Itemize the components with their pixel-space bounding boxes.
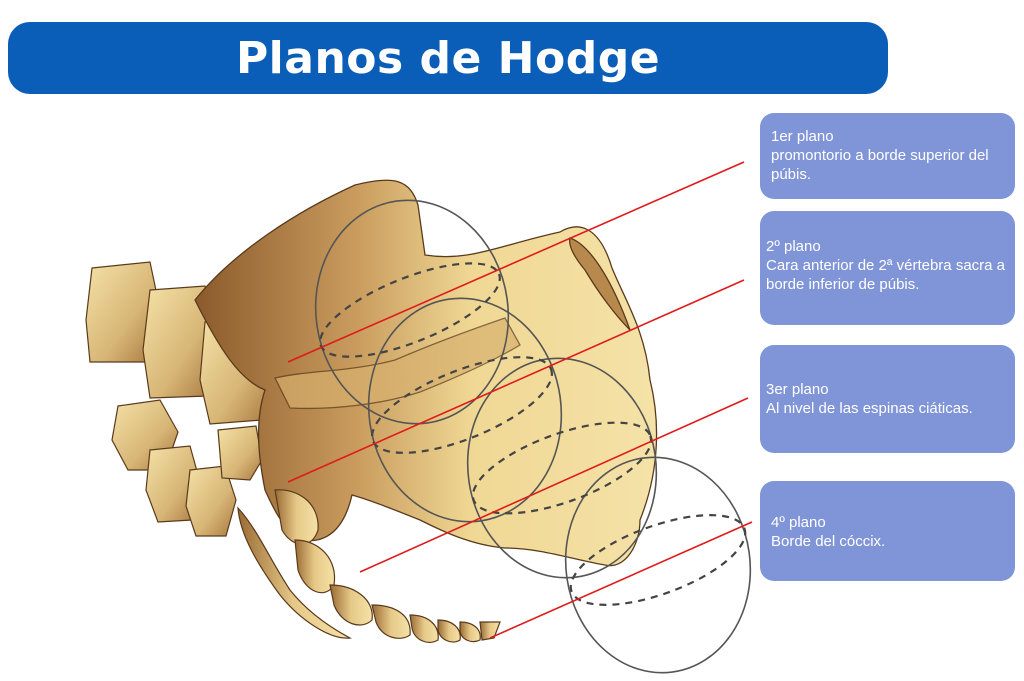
plane-1-label: 1er plano promontorio a borde superior d… <box>760 113 1015 199</box>
page-title: Planos de Hodge <box>235 32 661 84</box>
plane-circles <box>314 199 752 674</box>
plane-3-description: Al nivel de las espinas ciáticas. <box>766 400 973 417</box>
plane-line-4 <box>489 521 753 639</box>
plane-line-3 <box>359 397 749 573</box>
plane-4-name: 4º plano <box>771 514 826 531</box>
plane-line-1 <box>287 161 745 363</box>
plane-4-description: Borde del cóccix. <box>771 533 886 550</box>
coccyx <box>237 489 501 643</box>
plane-4-label: 4º plano Borde del cóccix. <box>760 481 1015 581</box>
plane-line-2 <box>287 279 745 483</box>
plane-dashed-ellipses <box>319 262 747 606</box>
title-banner: Planos de Hodge <box>8 22 888 94</box>
plane-2-name: 2º plano <box>766 238 821 255</box>
lumbar-vertebrae <box>85 261 271 537</box>
plane-2-label: 2º plano Cara anterior de 2ª vértebra sa… <box>760 211 1015 325</box>
plane-1-description: promontorio a borde superior del púbis. <box>771 147 989 183</box>
pelvic-bone <box>194 179 658 567</box>
plane-2-description: Cara anterior de 2ª vértebra sacra a bor… <box>766 257 1006 293</box>
plane-lines <box>287 161 753 639</box>
plane-1-name: 1er plano <box>771 128 834 145</box>
plane-3-name: 3er plano <box>766 381 829 398</box>
plane-3-label: 3er plano Al nivel de las espinas ciátic… <box>760 345 1015 453</box>
